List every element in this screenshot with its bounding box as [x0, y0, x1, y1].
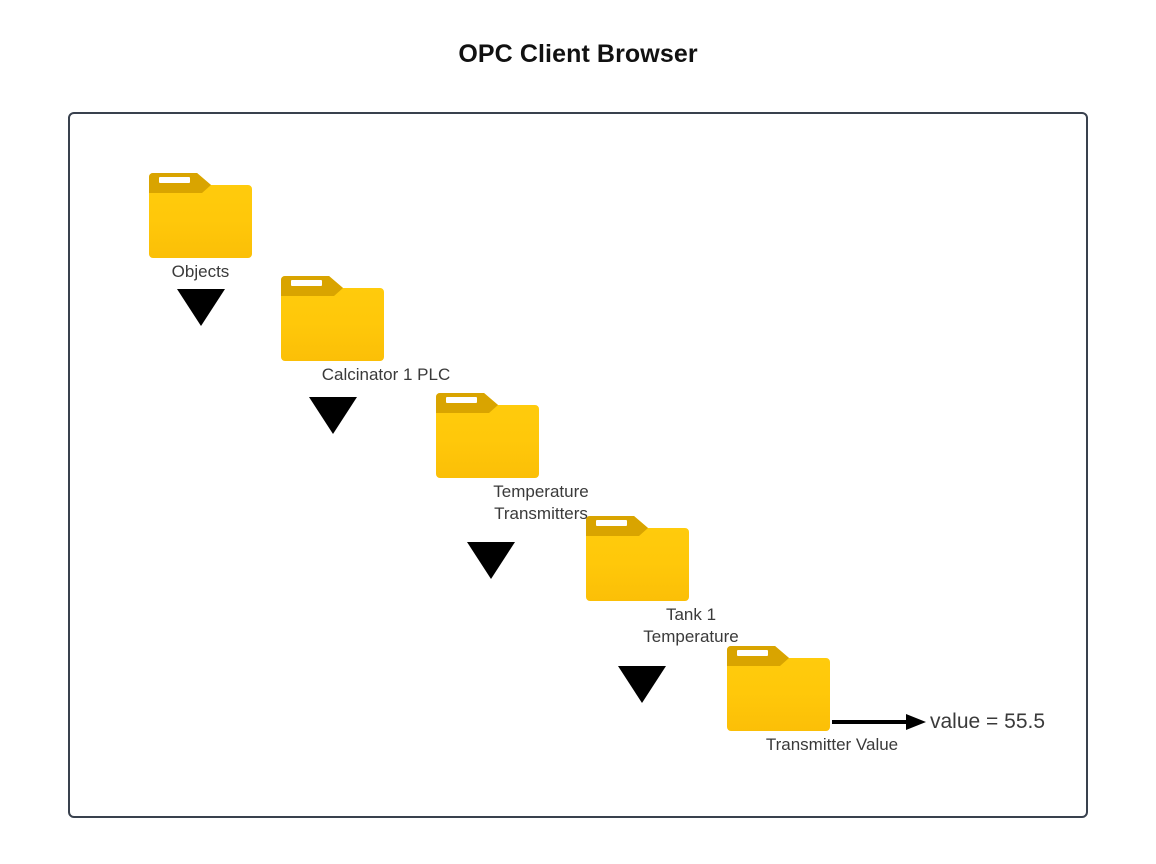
- folder-icon: [281, 272, 384, 361]
- folder-icon: [586, 512, 689, 601]
- page-title: OPC Client Browser: [458, 40, 698, 68]
- triangle-down-icon: [177, 289, 225, 326]
- triangle-down-icon: [618, 666, 666, 703]
- tree-node-calcinator-1-plc[interactable]: Calcinator 1 PLC: [281, 272, 491, 386]
- folder-icon: [436, 389, 539, 478]
- folder-icon: [727, 642, 830, 731]
- triangle-down-icon: [309, 397, 357, 434]
- tree-node-label: Tank 1 Temperature: [643, 605, 739, 646]
- arrow-right-icon: [832, 714, 928, 730]
- folder-icon: [149, 169, 252, 258]
- value-annotation-text: value = 55.5: [930, 710, 1046, 733]
- tree-node-label: Transmitter Value: [765, 735, 899, 754]
- browser-canvas: Objects Calcinator 1 PLC Temperature Tra…: [68, 112, 1088, 818]
- tree-node-objects[interactable]: Objects: [149, 169, 252, 283]
- tree-node-temperature-transmitters[interactable]: Temperature Transmitters: [436, 389, 646, 525]
- tree-node-label: Temperature Transmitters: [493, 482, 589, 523]
- tree-node-tank-1-temperature[interactable]: Tank 1 Temperature: [586, 512, 796, 648]
- tree-node-label: Calcinator 1 PLC: [321, 365, 451, 384]
- tree-node-label: Objects: [171, 262, 230, 281]
- tree-node-transmitter-value[interactable]: Transmitter Value: [727, 642, 937, 756]
- triangle-down-icon: [467, 542, 515, 579]
